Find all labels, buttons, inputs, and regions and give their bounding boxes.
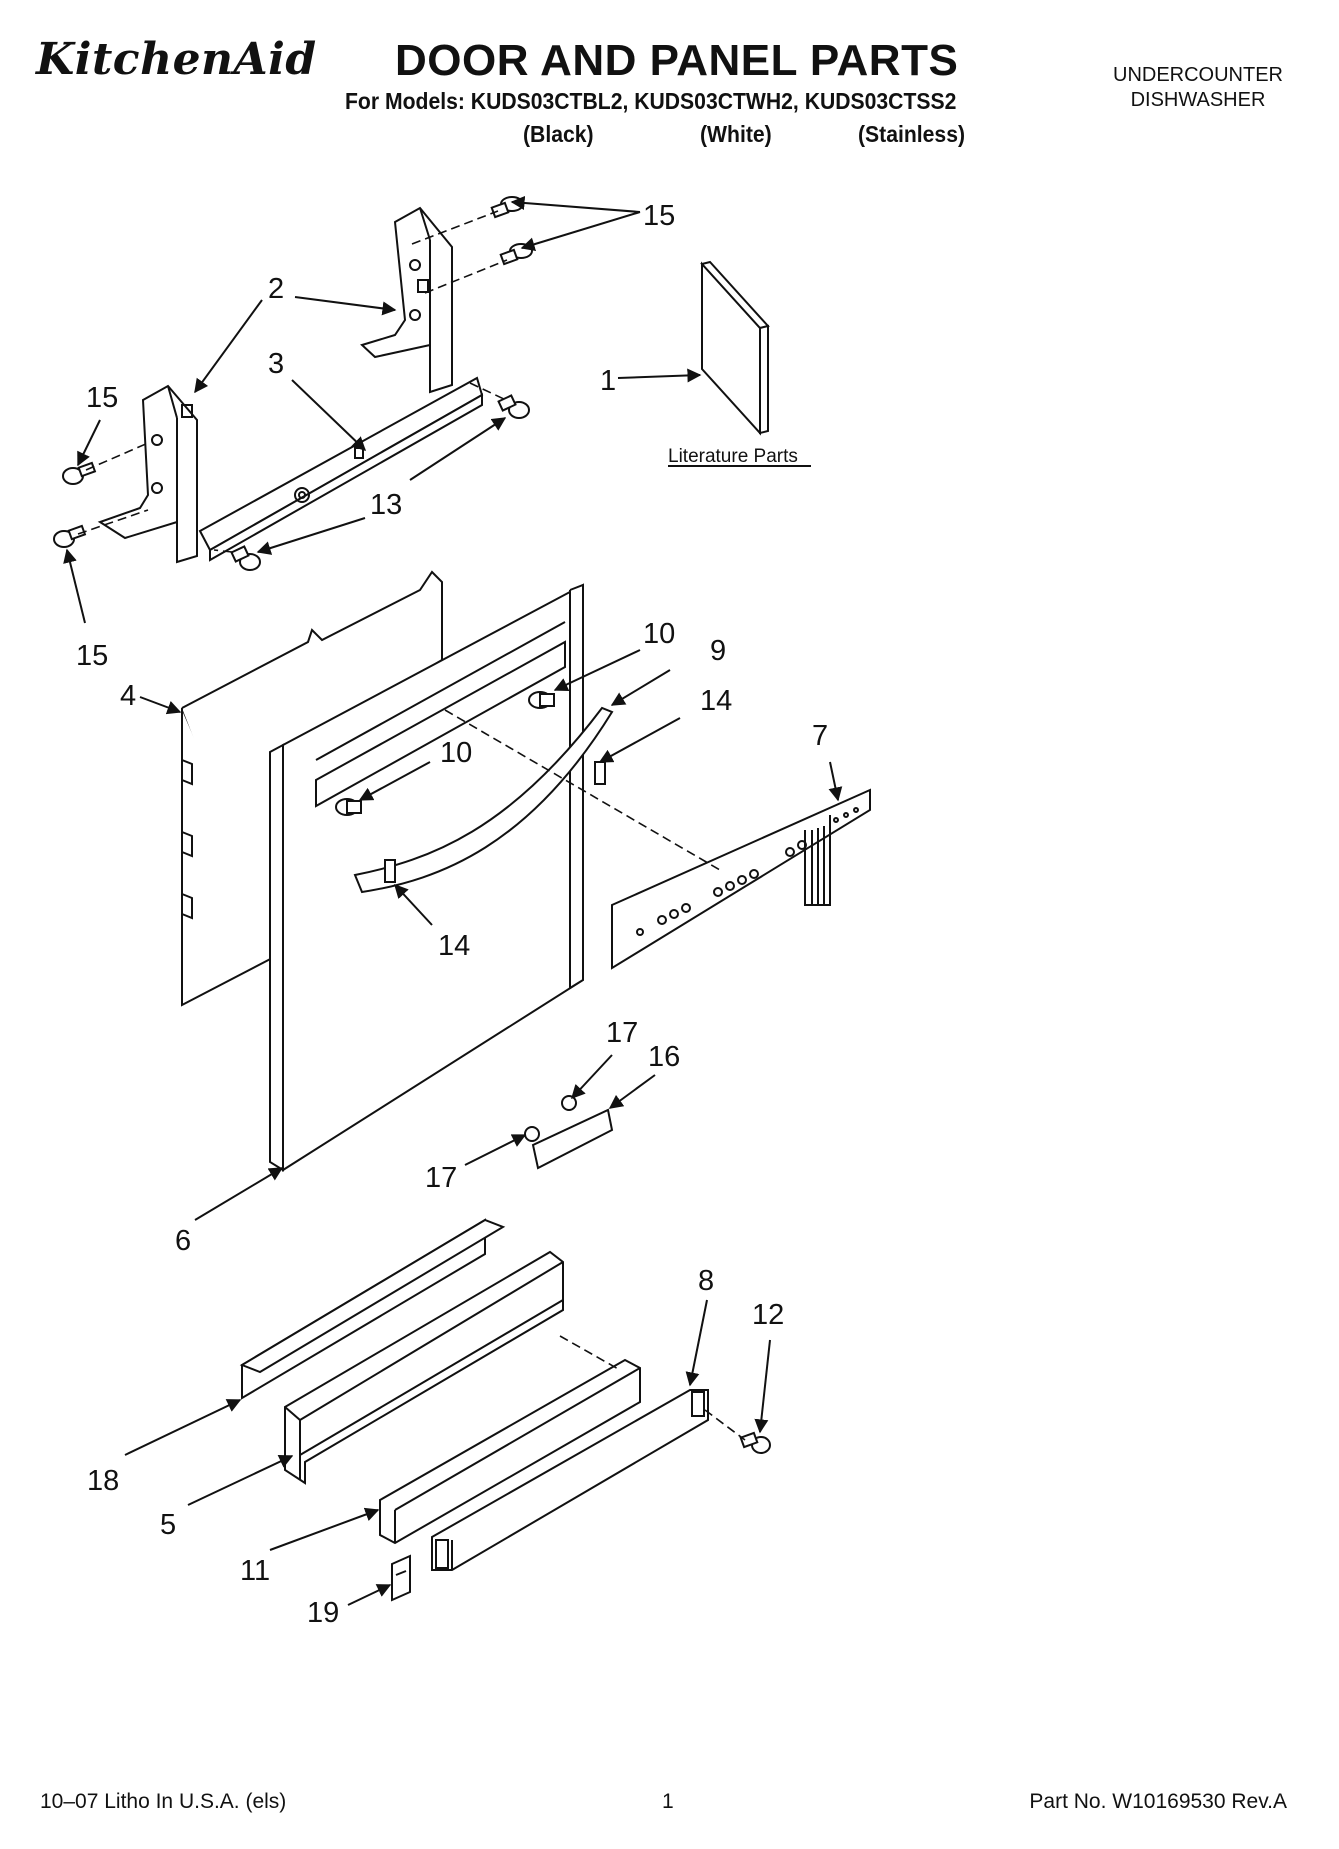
handle-mount-upper	[528, 691, 555, 709]
callout-13: 13	[370, 489, 402, 521]
inner-door-panel	[181, 570, 443, 1007]
handle-screw-upper	[594, 761, 606, 785]
footer-print-info: 10–07 Litho In U.S.A. (els)	[40, 1790, 287, 1813]
callout-7: 7	[812, 720, 828, 752]
callout-15-left: 15	[86, 382, 118, 414]
screw-13-left	[230, 545, 261, 571]
callout-3: 3	[268, 348, 284, 380]
screw-13-right	[497, 394, 530, 419]
screw-15-left-2	[53, 524, 87, 548]
callout-5: 5	[160, 1509, 176, 1541]
footer-page-number: 1	[662, 1790, 674, 1813]
badge-nut-lower	[524, 1126, 540, 1142]
toe-panel	[284, 1250, 564, 1485]
callout-16: 16	[648, 1041, 680, 1073]
callout-6: 6	[175, 1225, 191, 1257]
trim-clip	[391, 1554, 411, 1602]
foam-strip-lower	[379, 1358, 641, 1545]
variant-black: (Black)	[523, 121, 594, 147]
callout-14-lower: 14	[438, 930, 470, 962]
literature-parts: Literature Parts	[668, 260, 811, 467]
trim-screw	[739, 1431, 771, 1454]
outer-door	[269, 583, 584, 1172]
callout-17-lower: 17	[425, 1162, 457, 1194]
callout-17-upper: 17	[606, 1017, 638, 1049]
trim-strip	[431, 1389, 709, 1571]
callout-10-lower: 10	[440, 737, 472, 769]
callout-4: 4	[120, 680, 136, 712]
callout-1: 1	[600, 365, 616, 397]
callout-10-upper: 10	[643, 618, 675, 650]
screw-15-top-1	[490, 196, 524, 219]
callout-19: 19	[307, 1597, 339, 1629]
product-type-line1: UNDERCOUNTER	[1113, 64, 1283, 86]
models-line: For Models: KUDS03CTBL2, KUDS03CTWH2, KU…	[345, 88, 957, 114]
support-channel	[198, 376, 484, 562]
page-title: DOOR AND PANEL PARTS	[395, 36, 959, 85]
footer-part-number: Part No. W10169530 Rev.A	[1029, 1790, 1287, 1813]
variant-white: (White)	[700, 121, 772, 147]
control-panel	[611, 788, 871, 970]
callout-8: 8	[698, 1265, 714, 1297]
callout-18: 18	[87, 1465, 119, 1497]
literature-parts-label: Literature Parts	[668, 446, 798, 467]
callout-15-top: 15	[643, 200, 675, 232]
badge-nut-upper	[561, 1095, 577, 1111]
foam-strip-upper	[239, 1218, 506, 1400]
handle-screw-lower	[384, 859, 396, 883]
callout-9: 9	[710, 635, 726, 667]
callout-15-bottom: 15	[76, 640, 108, 672]
handle-mount-lower	[335, 798, 362, 816]
variant-stainless: (Stainless)	[858, 121, 966, 147]
callout-11: 11	[240, 1555, 270, 1587]
callout-2: 2	[268, 273, 284, 305]
badge	[531, 1108, 614, 1170]
callout-12: 12	[752, 1299, 784, 1331]
screw-15-left-1	[62, 461, 97, 485]
brand-logo: KitchenAid	[36, 34, 317, 85]
product-type: UNDERCOUNTER DISHWASHER	[1113, 63, 1283, 113]
door-handle	[353, 706, 614, 894]
callout-14-upper: 14	[700, 685, 732, 717]
product-type-line2: DISHWASHER	[1130, 89, 1266, 111]
door-bracket-right	[360, 206, 453, 394]
